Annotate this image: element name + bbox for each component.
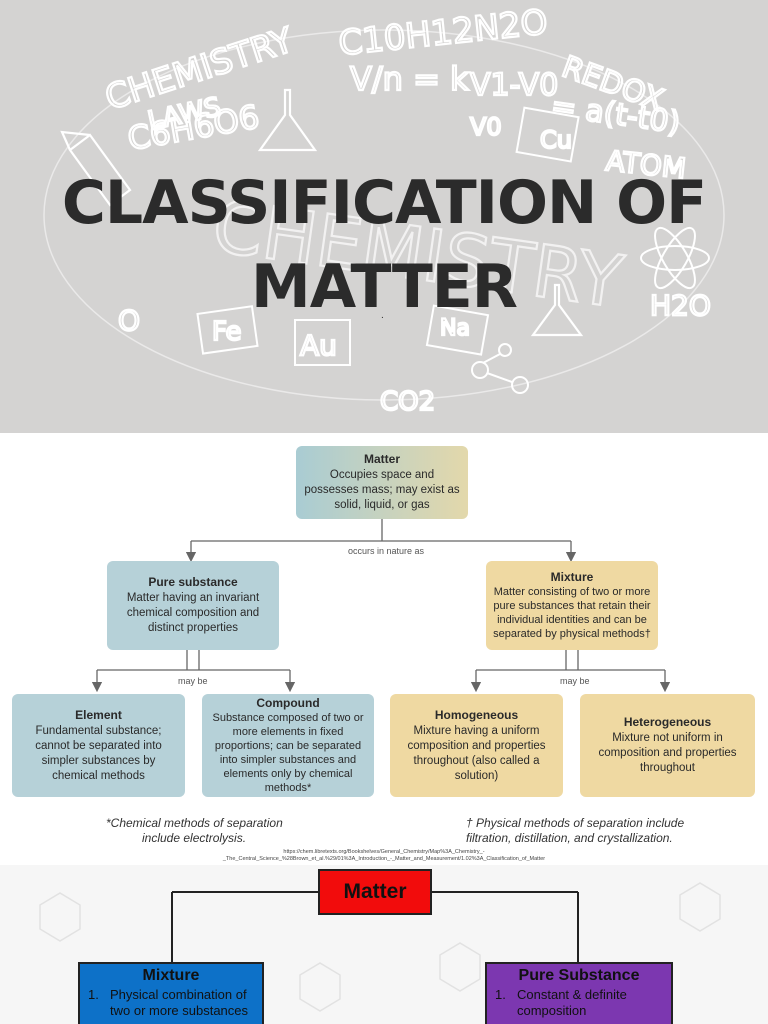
pencil-doodle xyxy=(60,130,132,207)
homogeneous-node: Homogeneous Mixture having a uniform com… xyxy=(390,694,563,797)
doodle-text: V/n = k xyxy=(350,60,469,98)
hexagon-background xyxy=(39,882,721,1012)
mixture-box-title: Mixture xyxy=(142,967,200,984)
page-title-line-2: MATTER xyxy=(251,252,518,322)
doodle-text: H2O xyxy=(650,289,711,322)
doodle-text: O xyxy=(118,304,140,337)
compound-node: Compound Substance composed of two or mo… xyxy=(202,694,374,797)
footnote-chemical-line-1: *Chemical methods of separation xyxy=(106,816,283,830)
page-title-line-1: CLASSIFICATION OF xyxy=(61,168,707,238)
element-node: Element Fundamental substance; cannot be… xyxy=(12,694,185,797)
pure-substance-box-list: 1.Constant & definite composition xyxy=(495,987,671,1019)
source-url-line-1: https://chem.libretexts.org/Bookshelves/… xyxy=(283,849,485,855)
footnote-chemical-line-2: include electrolysis. xyxy=(142,831,247,845)
matter-box: Matter xyxy=(318,869,432,915)
heterogeneous-desc: Mixture not uniform in composition and p… xyxy=(598,732,737,774)
may-be-label-left: may be xyxy=(178,676,208,686)
chemistry-doodle-background: CHEMISTRY LAWS C10H12N2O V/n = k V1-V0 R… xyxy=(43,1,725,418)
mixture-box-list: 1.Physical combination of two or more su… xyxy=(88,987,262,1019)
doodle-text: Cu xyxy=(540,126,572,154)
pure-substance-desc: Matter having an invariant chemical comp… xyxy=(126,592,260,634)
atom-doodle xyxy=(640,226,710,290)
doodle-text: Au xyxy=(300,329,337,362)
doodle-text: V0 xyxy=(470,113,502,141)
mixture-title: Mixture xyxy=(550,570,594,584)
flask-doodle xyxy=(257,88,318,152)
doodle-text: Fe xyxy=(212,317,242,347)
compound-desc: Substance composed of two or more elemen… xyxy=(212,712,364,794)
homogeneous-title: Homogeneous xyxy=(434,707,519,722)
doodle-text: Na xyxy=(440,316,470,341)
title-banner: CHEMISTRY LAWS C10H12N2O V/n = k V1-V0 R… xyxy=(0,0,768,433)
mixture-box: Mixture 1.Physical combination of two or… xyxy=(78,962,264,1024)
title-dot: . xyxy=(381,310,384,321)
heterogeneous-title: Heterogeneous xyxy=(623,715,712,729)
pure-substance-box: Pure Substance 1.Constant & definite com… xyxy=(485,962,673,1024)
source-url-line-2: _The_Central_Science_%28Brown_et_al.%29/… xyxy=(222,856,546,862)
footnote-chemical: *Chemical methods of separation include … xyxy=(106,816,283,846)
pure-substance-title: Pure substance xyxy=(148,575,238,589)
pure-substance-box-title: Pure Substance xyxy=(518,967,640,984)
heterogeneous-node: Heterogeneous Mixture not uniform in com… xyxy=(580,694,755,797)
matter-node-desc: Occupies space and possesses mass; may e… xyxy=(304,469,460,511)
mixture-node: Mixture Matter consisting of two or more… xyxy=(486,561,658,650)
flask-doodle xyxy=(530,283,584,337)
connector-lines xyxy=(91,519,671,693)
doodle-text: C10H12N2O xyxy=(337,2,550,64)
matter-node: Matter Occupies space and possesses mass… xyxy=(296,446,468,519)
compound-title: Compound xyxy=(256,696,320,710)
occurs-label: occurs in nature as xyxy=(348,546,425,556)
pure-substance-node: Pure substance Matter having an invarian… xyxy=(107,561,279,650)
element-desc: Fundamental substance; cannot be separat… xyxy=(35,724,162,782)
source-url[interactable]: https://chem.libretexts.org/Bookshelves/… xyxy=(0,849,768,863)
footnote-physical-line-1: † Physical methods of separation include xyxy=(466,816,685,830)
homogeneous-desc: Mixture having a uniform composition and… xyxy=(407,724,546,782)
list-item: 1.Physical combination of two or more su… xyxy=(88,987,249,1018)
may-be-label-right: may be xyxy=(560,676,590,686)
classification-chart: Matter Occupies space and possesses mass… xyxy=(0,433,768,865)
molecule-doodle xyxy=(471,343,529,394)
matter-node-title: Matter xyxy=(363,452,400,466)
matter-summary-chart: Matter Mixture 1.Physical combination of… xyxy=(0,865,768,1024)
list-item: 1.Constant & definite composition xyxy=(495,987,627,1018)
footnote-physical-line-2: filtration, distillation, and crystalliz… xyxy=(466,831,673,845)
doodle-text: CO2 xyxy=(380,387,435,417)
element-title: Element xyxy=(75,707,122,722)
mixture-desc: Matter consisting of two or more pure su… xyxy=(493,586,651,640)
footnote-physical: † Physical methods of separation include… xyxy=(466,816,684,846)
doodle-text: V1-V0 xyxy=(470,68,558,103)
